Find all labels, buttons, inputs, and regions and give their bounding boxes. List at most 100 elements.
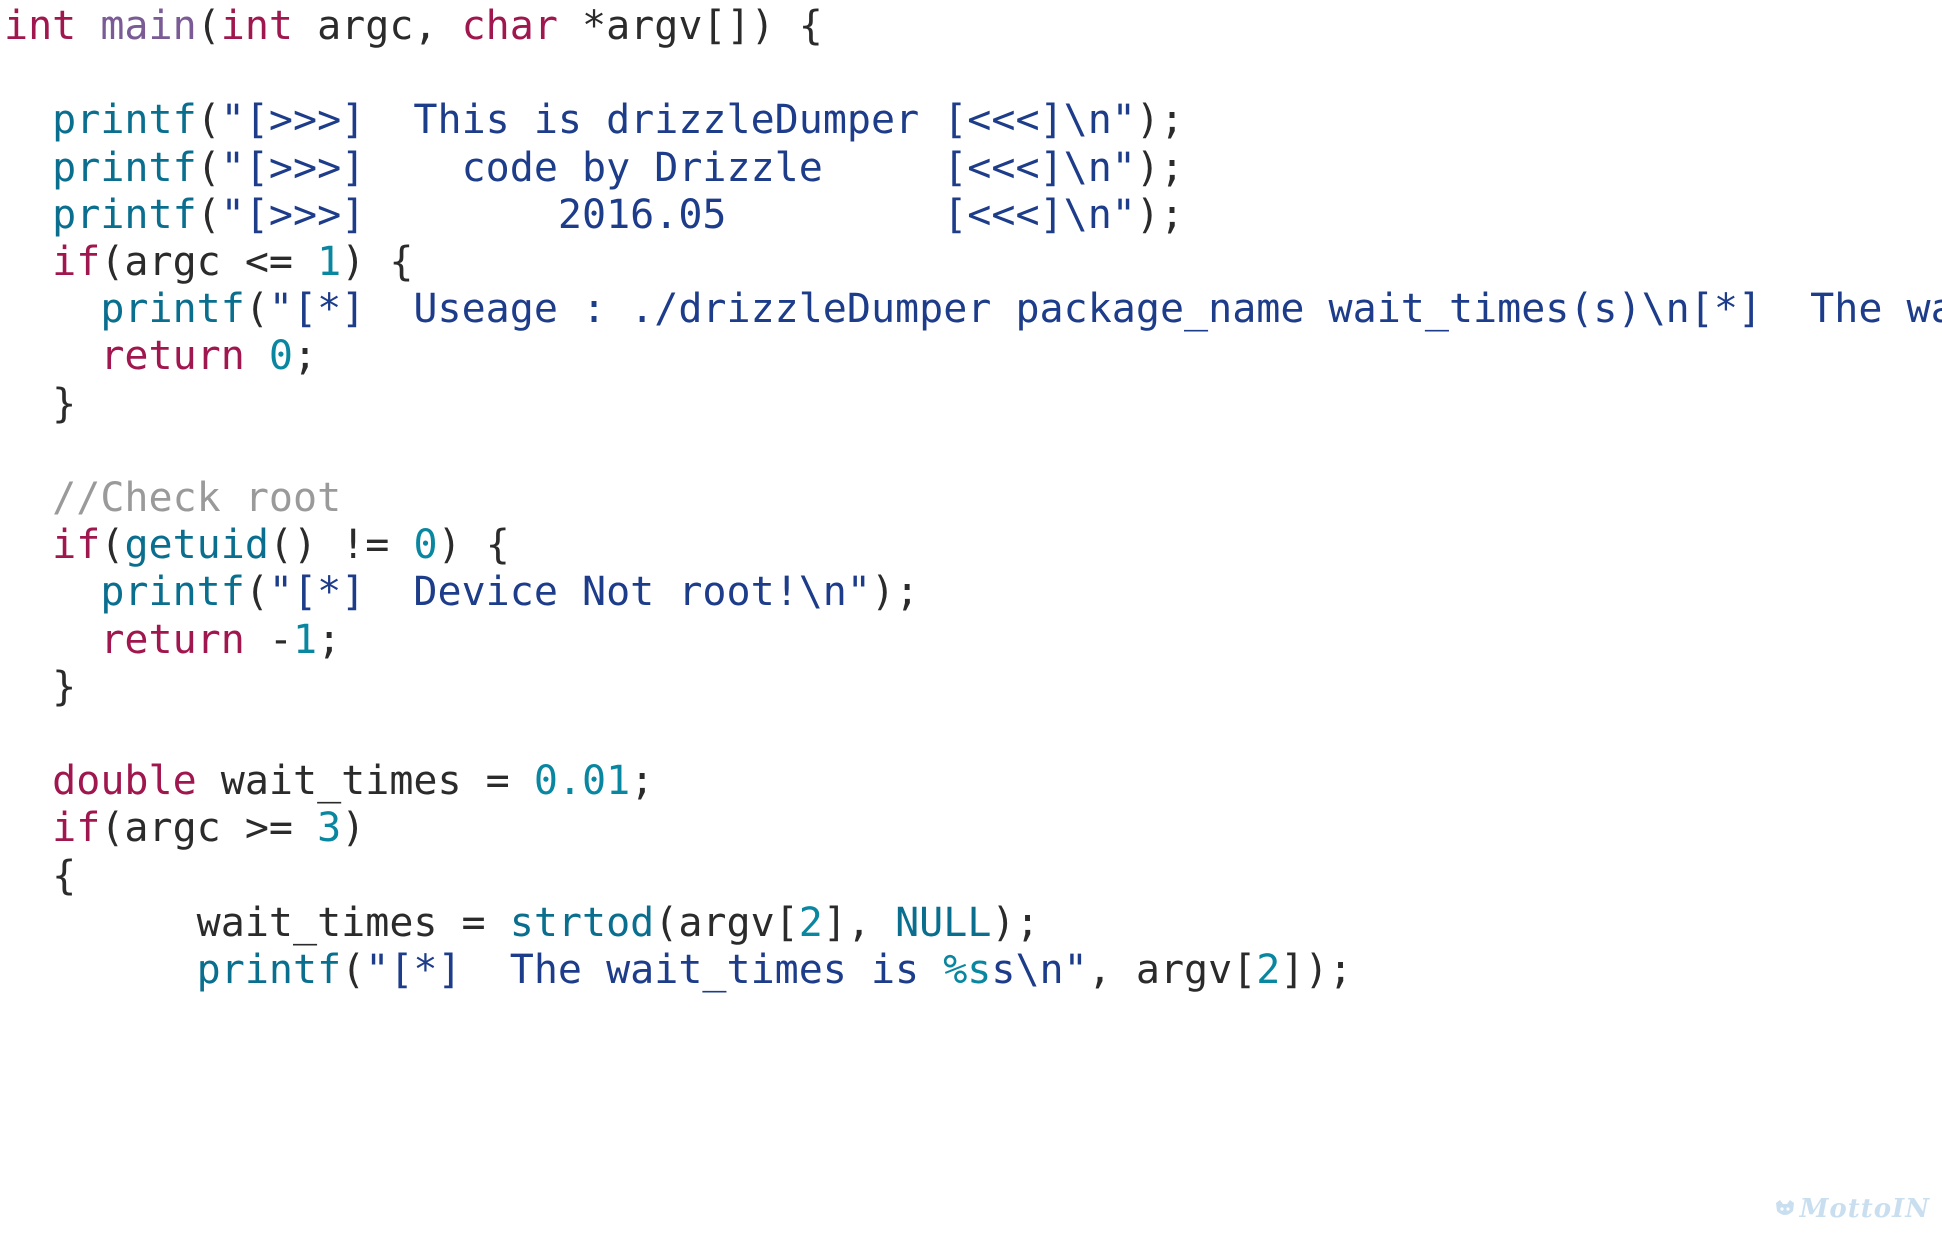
- code-token: printf: [196, 947, 342, 993]
- code-token: () !=: [268, 522, 414, 569]
- code-token: );: [1135, 97, 1185, 144]
- code-line: printf("[*] Useage : ./drizzleDumper pac…: [4, 280, 1942, 338]
- code-line: printf("[>>>] code by Drizzle [<<<]\n");: [4, 139, 1184, 197]
- code-token: (: [244, 569, 269, 616]
- code-token: [4, 617, 100, 663]
- code-token: }: [4, 380, 77, 427]
- code-token: printf: [52, 144, 197, 191]
- code-token: (: [196, 97, 221, 144]
- code-token: char: [461, 3, 558, 49]
- watermark-logo-icon: [1775, 1200, 1794, 1215]
- code-token: [4, 97, 52, 143]
- code-token: );: [991, 899, 1040, 946]
- code-token: [76, 3, 100, 49]
- code-line: printf("[>>>] This is drizzleDumper [<<<…: [4, 91, 1184, 149]
- code-token: 3: [317, 805, 342, 852]
- code-token: [4, 569, 100, 615]
- code-token: printf: [100, 569, 245, 616]
- code-token: return: [100, 616, 245, 663]
- code-token: -: [244, 616, 293, 663]
- code-token: if: [52, 805, 101, 852]
- code-token: ;: [293, 333, 318, 380]
- code-line: printf("[*] The wait_times is %ss\n", ar…: [4, 941, 1353, 999]
- code-token: (: [341, 947, 366, 993]
- code-line: //Check root: [4, 469, 341, 527]
- code-token: );: [870, 569, 920, 616]
- code-token: (: [196, 3, 221, 49]
- code-token: 1: [317, 239, 342, 285]
- code-token: 0: [413, 522, 438, 569]
- code-line: printf("[*] Device Not root!\n");: [4, 563, 919, 621]
- code-token: 1: [293, 616, 318, 663]
- code-token: if: [52, 239, 101, 285]
- code-line: }: [4, 658, 76, 716]
- code-token: [4, 805, 52, 851]
- code-token: ) {: [341, 239, 414, 285]
- code-token: //Check root: [52, 475, 342, 521]
- code-token: if: [52, 522, 101, 569]
- code-line: int main(int argc, char *argv[]) {: [4, 0, 823, 55]
- code-token: printf: [100, 286, 245, 333]
- code-token: ) {: [437, 522, 510, 569]
- code-token: [4, 333, 100, 379]
- code-token: 0.01: [533, 758, 631, 805]
- code-token: wait_times =: [4, 899, 510, 946]
- code-token: printf: [52, 97, 197, 144]
- code-token: "[>>>] This is drizzleDumper [<<<]\n": [220, 97, 1136, 144]
- code-token: "[*] Useage : ./drizzleDumper package_na…: [268, 286, 1942, 333]
- code-token: "[>>>] code by Drizzle [<<<]\n": [220, 144, 1136, 191]
- code-token: (: [100, 522, 125, 569]
- code-token: [4, 192, 52, 238]
- code-token: strtod: [509, 899, 655, 946]
- code-line: if(argc >= 3): [4, 799, 365, 857]
- code-token: (argc <=: [100, 239, 318, 285]
- code-token: [4, 239, 52, 285]
- code-token: ): [341, 805, 366, 852]
- code-line: {: [4, 847, 76, 905]
- code-token: 0: [268, 333, 294, 380]
- code-token: [4, 475, 52, 521]
- code-token: 2: [798, 899, 823, 946]
- code-line: printf("[>>>] 2016.05 [<<<]\n");: [4, 186, 1184, 244]
- code-token: , argv[: [1087, 947, 1257, 993]
- code-token: int: [4, 3, 77, 49]
- code-token: return: [100, 333, 245, 380]
- code-token: (: [196, 191, 221, 238]
- code-token: [4, 522, 52, 568]
- code-token: *argv[]) {: [557, 3, 823, 49]
- code-token: int: [220, 3, 294, 49]
- code-token: );: [1135, 144, 1185, 191]
- code-token: [4, 758, 52, 804]
- watermark-text: MottoIN: [1799, 1194, 1930, 1224]
- code-token: {: [4, 852, 77, 899]
- code-line: if(getuid() != 0) {: [4, 516, 510, 574]
- watermark: MottoIN: [1774, 1194, 1930, 1224]
- code-token: ;: [630, 758, 655, 805]
- code-token: %s: [943, 947, 992, 993]
- code-token: );: [1135, 191, 1185, 238]
- code-line: double wait_times = 0.01;: [4, 752, 654, 810]
- code-token: "[*] Device Not root!\n": [268, 569, 871, 616]
- code-token: s\n": [991, 947, 1088, 993]
- code-token: (argv[: [654, 899, 799, 946]
- code-line: return -1;: [4, 611, 341, 669]
- code-token: getuid: [124, 522, 269, 569]
- code-token: (: [244, 286, 269, 333]
- code-token: (argc >=: [100, 805, 318, 852]
- code-token: ],: [822, 899, 896, 946]
- code-token: }: [4, 663, 77, 710]
- code-token: ;: [317, 616, 342, 663]
- code-token: ]);: [1280, 947, 1353, 993]
- code-line: if(argc <= 1) {: [4, 233, 413, 291]
- code-token: "[*] The wait_times is: [365, 947, 944, 993]
- code-token: "[>>>] 2016.05 [<<<]\n": [220, 191, 1136, 238]
- code-token: double: [52, 758, 197, 805]
- code-line: }: [4, 375, 76, 433]
- code-token: main: [100, 3, 197, 49]
- code-token: printf: [52, 191, 197, 238]
- code-token: [245, 333, 269, 379]
- code-token: [4, 145, 52, 191]
- code-line: wait_times = strtod(argv[2], NULL);: [4, 894, 1040, 952]
- code-token: [4, 947, 197, 993]
- code-line: return 0;: [4, 327, 317, 385]
